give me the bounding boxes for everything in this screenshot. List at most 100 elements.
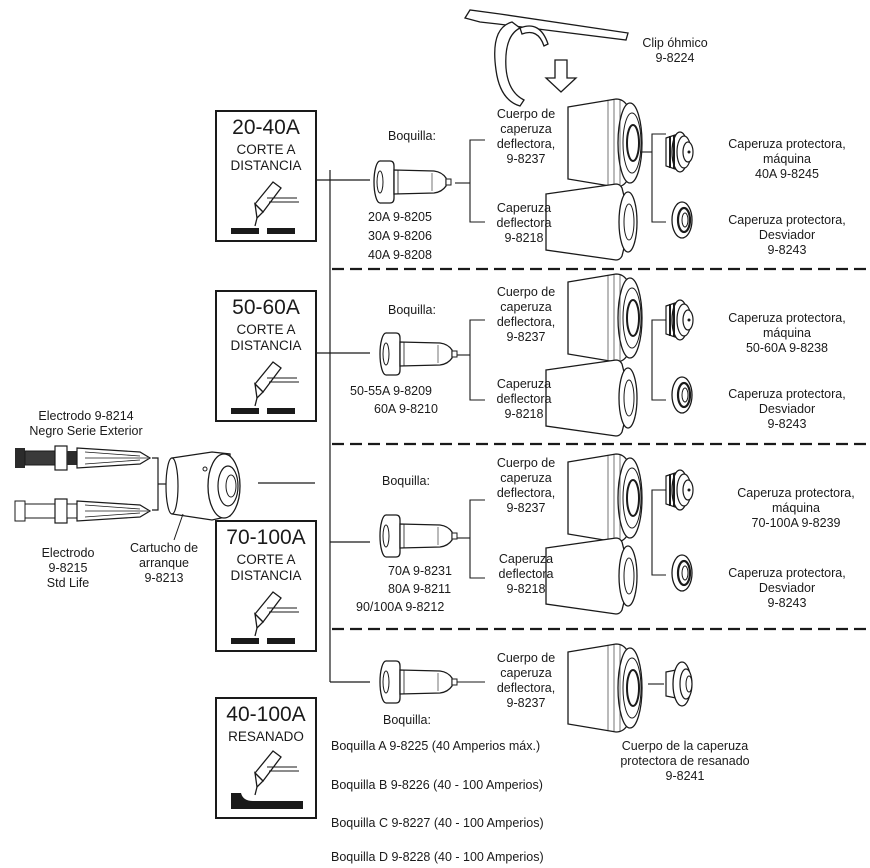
mode-box-line2: DISTANCIA	[217, 568, 315, 584]
shield-body-line2: caperuza	[484, 471, 568, 486]
start-cartridge-image	[166, 452, 240, 520]
deflector-cap-label: Caperuza protectora, Desviador 9-8243	[712, 387, 862, 432]
electrode-bottom-line1: Electrodo	[18, 546, 118, 561]
electrode-bottom-line3: Std Life	[18, 576, 118, 591]
tip-part-1: 20A 9-8205	[368, 210, 432, 225]
shield-body-label: Cuerpo de caperuza deflectora, 9-8237	[484, 285, 568, 345]
shield-body-label: Cuerpo de caperuza deflectora, 9-8237	[484, 107, 568, 167]
shield-body-line1: Cuerpo de	[484, 285, 568, 300]
mode-box-70-100a: 70-100A CORTE A DISTANCIA	[215, 520, 317, 652]
ohmic-clip-image	[465, 10, 628, 106]
shield-body-line4: 9-8237	[484, 696, 568, 711]
machine-cap-line1: Caperuza protectora,	[722, 486, 870, 501]
shield-body-line1: Cuerpo de	[484, 456, 568, 471]
clip-label: Clip óhmico 9-8224	[620, 36, 730, 66]
deflector-line3: 9-8218	[484, 407, 564, 422]
clip-part: 9-8224	[620, 51, 730, 66]
shield-body-line2: caperuza	[484, 122, 568, 137]
deflector-cap-line3: 9-8243	[712, 417, 862, 432]
shield-body-line2: caperuza	[484, 666, 568, 681]
shield-body-line1: Cuerpo de	[484, 651, 568, 666]
deflector-cap-line3: 9-8243	[712, 243, 862, 258]
machine-cap-line2: máquina	[712, 326, 862, 341]
electrode-top-line1: Electrodo 9-8214	[0, 409, 172, 424]
gouge-cap-line1: Cuerpo de la caperuza	[605, 739, 765, 754]
mode-box-line1: CORTE A	[217, 142, 315, 158]
mode-box-line2: DISTANCIA	[217, 158, 315, 174]
cutting-torch-icon	[217, 178, 317, 238]
cutting-torch-icon	[217, 588, 317, 648]
gouge-tip-a: Boquilla A 9-8225 (40 Amperios máx.)	[331, 739, 540, 754]
mode-box-20-40a: 20-40A CORTE A DISTANCIA	[215, 110, 317, 242]
deflector-line2: deflectora	[484, 392, 564, 407]
shield-body-line3: deflectora,	[484, 315, 568, 330]
shield-body-label: Cuerpo de caperuza deflectora, 9-8237	[484, 651, 568, 711]
deflector-cap-label: Caperuza protectora, Desviador 9-8243	[712, 566, 862, 611]
shield-body-line3: deflectora,	[484, 486, 568, 501]
machine-cap-label: Caperuza protectora, máquina 40A 9-8245	[712, 137, 862, 182]
cartridge-line2: arranque	[116, 556, 212, 571]
mode-box-amps: 40-100A	[217, 703, 315, 727]
deflector-cap-line3: 9-8243	[712, 596, 862, 611]
machine-cap-line1: Caperuza protectora,	[712, 311, 862, 326]
deflector-line2: deflectora	[486, 567, 566, 582]
tip-label: Boquilla:	[382, 474, 430, 489]
mode-box-amps: 70-100A	[217, 526, 315, 550]
tip-part-2: 30A 9-8206	[368, 229, 432, 244]
deflector-label: Caperuza deflectora 9-8218	[484, 377, 564, 422]
electrode-bottom-label: Electrodo 9-8215 Std Life	[18, 546, 118, 591]
shield-body-line1: Cuerpo de	[484, 107, 568, 122]
deflector-cap-line2: Desviador	[712, 228, 862, 243]
deflector-cap-line2: Desviador	[712, 402, 862, 417]
gouge-cap-label: Cuerpo de la caperuza protectora de resa…	[605, 739, 765, 784]
deflector-line2: deflectora	[484, 216, 564, 231]
electrode-bottom-line2: 9-8215	[18, 561, 118, 576]
shield-body-label: Cuerpo de caperuza deflectora, 9-8237	[484, 456, 568, 516]
mode-box-amps: 50-60A	[217, 296, 315, 320]
tip-part-2: 80A 9-8211	[388, 582, 451, 597]
machine-cap-line3: 40A 9-8245	[712, 167, 862, 182]
deflector-label: Caperuza deflectora 9-8218	[484, 201, 564, 246]
mode-box-40-100a: 40-100A RESANADO	[215, 697, 317, 819]
deflector-label: Caperuza deflectora 9-8218	[486, 552, 566, 597]
tip-part-3: 40A 9-8208	[368, 248, 432, 263]
deflector-line1: Caperuza	[484, 377, 564, 392]
machine-cap-line1: Caperuza protectora,	[712, 137, 862, 152]
deflector-cap-line1: Caperuza protectora,	[712, 387, 862, 402]
tip-part-1: 50-55A 9-8209	[350, 384, 432, 399]
tip-part-3: 90/100A 9-8212	[356, 600, 444, 615]
cartridge-line3: 9-8213	[116, 571, 212, 586]
machine-cap-line2: máquina	[722, 501, 870, 516]
electrode-top-label: Electrodo 9-8214 Negro Serie Exterior	[0, 409, 172, 439]
machine-cap-line3: 70-100A 9-8239	[722, 516, 870, 531]
gouge-cap-line3: 9-8241	[605, 769, 765, 784]
shield-body-line4: 9-8237	[484, 501, 568, 516]
mode-box-50-60a: 50-60A CORTE A DISTANCIA	[215, 290, 317, 422]
deflector-line3: 9-8218	[486, 582, 566, 597]
electrode-std-life-image	[15, 499, 150, 523]
tip-label: Boquilla:	[383, 713, 431, 728]
machine-cap-label: Caperuza protectora, máquina 50-60A 9-82…	[712, 311, 862, 356]
shield-body-line3: deflectora,	[484, 681, 568, 696]
electrode-top-line2: Negro Serie Exterior	[0, 424, 172, 439]
machine-cap-label: Caperuza protectora, máquina 70-100A 9-8…	[722, 486, 870, 531]
shield-body-line4: 9-8237	[484, 330, 568, 345]
deflector-cap-label: Caperuza protectora, Desviador 9-8243	[712, 213, 862, 258]
gouging-torch-icon	[217, 745, 317, 817]
electrode-exterior-image	[15, 446, 150, 470]
tip-part-1: 70A 9-8231	[388, 564, 452, 579]
cutting-torch-icon	[217, 358, 317, 418]
shield-body-line3: deflectora,	[484, 137, 568, 152]
cartridge-line1: Cartucho de	[116, 541, 212, 556]
gouge-tip-c: Boquilla C 9-8227 (40 - 100 Amperios)	[331, 816, 544, 831]
mode-box-line1: CORTE A	[217, 552, 315, 568]
tip-part-2: 60A 9-8210	[374, 402, 438, 417]
cartridge-label: Cartucho de arranque 9-8213	[116, 541, 212, 586]
deflector-cap-line2: Desviador	[712, 581, 862, 596]
gouge-tip-b: Boquilla B 9-8226 (40 - 100 Amperios)	[331, 778, 543, 793]
deflector-line1: Caperuza	[486, 552, 566, 567]
machine-cap-line3: 50-60A 9-8238	[712, 341, 862, 356]
tip-label: Boquilla:	[388, 303, 436, 318]
gouge-cap-line2: protectora de resanado	[605, 754, 765, 769]
